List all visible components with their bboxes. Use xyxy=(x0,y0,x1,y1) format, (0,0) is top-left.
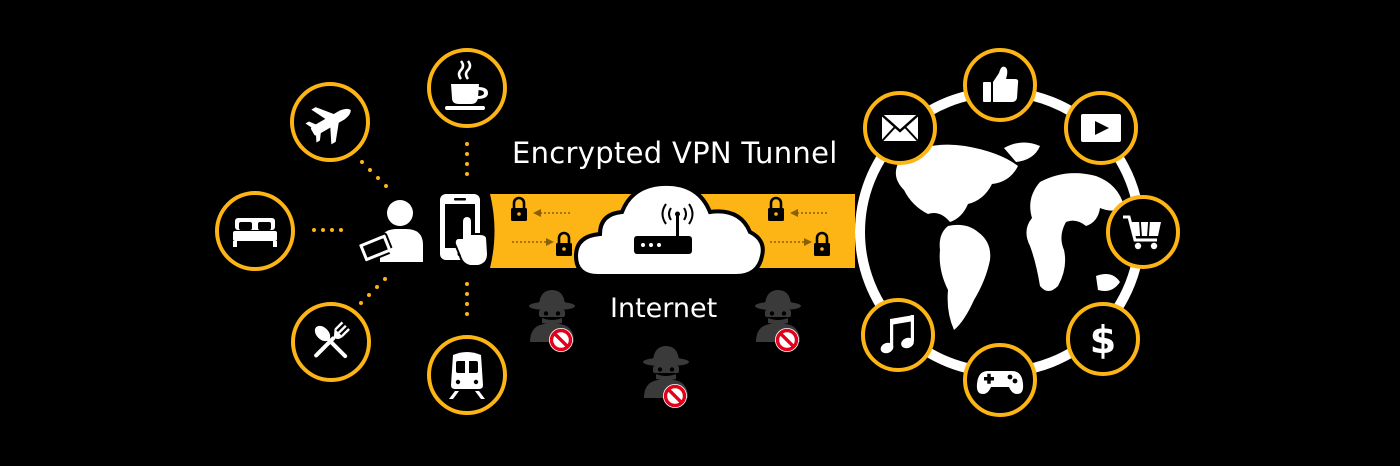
tunnel-traffic xyxy=(509,196,832,258)
connection-dots xyxy=(312,142,469,316)
internet-label: Internet xyxy=(610,293,718,324)
wireless-router-icon xyxy=(634,203,694,254)
bed-icon xyxy=(233,218,277,247)
train-icon-circle xyxy=(427,335,507,415)
gamepad-icon xyxy=(976,371,1024,394)
airplane-icon-circle xyxy=(290,82,370,162)
video-play-icon xyxy=(1081,114,1121,142)
fork-spoon-icon-circle xyxy=(291,302,371,382)
coffee-cup-icon xyxy=(445,60,488,110)
bed-icon-circle xyxy=(215,191,295,271)
email-icon-circle xyxy=(863,91,937,165)
globe-icon xyxy=(855,87,1145,377)
spy-blocked-icon xyxy=(527,288,577,354)
dollar-icon: $ xyxy=(1090,318,1116,362)
airplane-icon xyxy=(305,107,351,145)
shopping-cart-icon-circle xyxy=(1106,195,1180,269)
dollar-icon-circle: $ xyxy=(1066,302,1140,376)
music-note-icon-circle xyxy=(861,298,935,372)
fork-spoon-icon xyxy=(314,321,350,359)
tunnel-title: Encrypted VPN Tunnel xyxy=(512,136,838,170)
smartphone-touch-icon xyxy=(440,194,490,267)
thumbs-up-icon-circle xyxy=(963,48,1037,122)
spy-blocked-icon xyxy=(641,344,691,410)
person-with-tablet-icon xyxy=(357,200,423,264)
gamepad-icon-circle xyxy=(963,343,1037,417)
coffee-cup-icon-circle xyxy=(427,48,507,128)
spy-blocked-icon xyxy=(753,288,803,354)
video-play-icon-circle xyxy=(1064,91,1138,165)
thumbs-up-icon xyxy=(983,66,1019,103)
music-note-icon xyxy=(880,315,914,354)
shopping-cart-icon xyxy=(1123,215,1161,250)
cloud-icon xyxy=(573,181,765,278)
train-icon xyxy=(449,352,485,399)
email-icon xyxy=(881,114,919,142)
